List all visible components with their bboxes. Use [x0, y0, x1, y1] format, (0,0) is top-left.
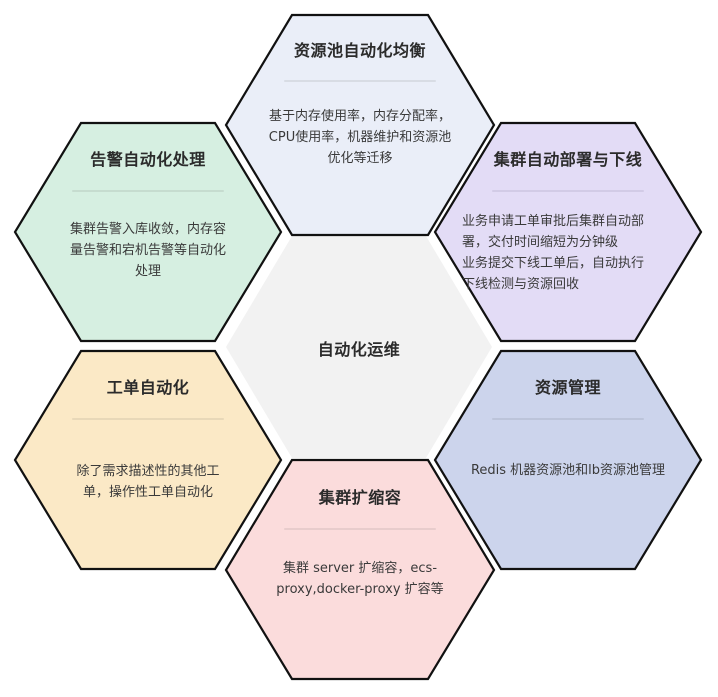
- hexagon-shape-top-left: [13, 121, 283, 343]
- hexagon-title: 集群自动部署与下线: [493, 150, 643, 169]
- description-line: 基于内存使用率，内存分配率，: [268, 109, 451, 124]
- hexagon-title: 工单自动化: [106, 378, 190, 397]
- description-line: 署，交付时间缩短为分钟级: [462, 235, 619, 250]
- description-line: proxy,docker-proxy 扩容等: [276, 582, 444, 597]
- description-line: 集群 server 扩缩容，ecs-: [282, 561, 438, 576]
- hexagon-divider: [492, 418, 644, 420]
- hexagon-shape-top-right: [433, 121, 703, 343]
- description-line: CPU使用率，机器维护和资源池: [268, 130, 452, 145]
- hexagon-title: 资源管理: [534, 378, 601, 397]
- center-title: 自动化运维: [317, 340, 401, 359]
- hexagon-shape-bottom: [224, 458, 496, 681]
- hexagon-divider: [72, 190, 224, 192]
- hexagon-divider: [284, 528, 436, 530]
- hexagon-description: 除了需求描述性的其他工 单，操作性工单自动化: [38, 461, 258, 503]
- center-hexagon-shape: [226, 236, 492, 458]
- hexagon-description: 基于内存使用率，内存分配率， CPU使用率，机器维护和资源池 优化等迁移: [234, 106, 486, 169]
- description-line: 业务提交下线工单后，自动执行: [462, 256, 645, 271]
- hexagon-divider: [72, 418, 224, 420]
- description-line: Redis 机器资源池和lb资源池管理: [470, 463, 666, 478]
- hexagon-title: 资源池自动化均衡: [293, 41, 426, 60]
- description-line: 下线检测与资源回收: [462, 277, 580, 292]
- description-line: 单，操作性工单自动化: [82, 485, 213, 500]
- description-line: 处理: [134, 264, 161, 279]
- hexagon-title: 集群扩缩容: [318, 488, 402, 507]
- description-line: 业务申请工单审批后集群自动部: [462, 214, 645, 229]
- description-line: 集群告警入库收敛，内存容: [69, 222, 226, 237]
- description-line: 量告警和宕机告警等自动化: [69, 243, 226, 258]
- hexagon-description: 集群告警入库收敛，内存容 量告警和宕机告警等自动化 处理: [38, 219, 258, 282]
- hexagon-shape-bottom-right: [433, 349, 703, 571]
- hexagon-shape-bottom-left: [13, 349, 283, 571]
- hexagon-shape-top: [224, 13, 496, 237]
- hexagon-divider: [492, 190, 644, 192]
- hexagon-divider: [284, 80, 436, 82]
- hexagon-title: 告警自动化处理: [90, 150, 206, 169]
- hexagon-description: Redis 机器资源池和lb资源池管理: [448, 460, 688, 481]
- description-line: 除了需求描述性的其他工: [76, 464, 220, 479]
- description-line: 优化等迁移: [327, 151, 393, 166]
- hexagon-description: 集群 server 扩缩容，ecs- proxy,docker-proxy 扩容…: [240, 558, 480, 600]
- hexagon-description: 业务申请工单审批后集群自动部 署，交付时间缩短为分钟级 业务提交下线工单后，自动…: [462, 211, 677, 295]
